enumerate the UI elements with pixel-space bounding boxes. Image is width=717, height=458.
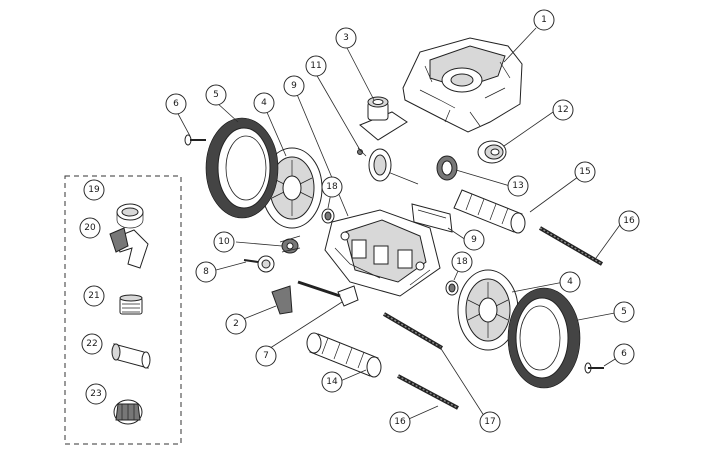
part-23-weight: [113, 399, 143, 425]
callout-17: 17: [479, 411, 501, 433]
callout-label: 11: [310, 61, 321, 71]
part-18-bushing-left: [321, 208, 335, 224]
callout-label: 18: [456, 257, 468, 267]
callout-label: 16: [394, 417, 406, 427]
callout-label: 6: [621, 349, 627, 359]
callout-label: 7: [263, 351, 269, 361]
callout-9-upper: 9: [283, 75, 305, 97]
part-19-ring: [116, 203, 144, 229]
part-13-gear: [436, 155, 458, 181]
part-17-spring-axle: [382, 312, 444, 350]
callout-label: 3: [343, 33, 349, 43]
part-12-seal: [477, 140, 507, 164]
callout-label: 20: [84, 223, 96, 233]
part-7-arm: [297, 280, 359, 307]
callout-label: 14: [326, 377, 338, 387]
part-16-axle-lower: [397, 374, 459, 410]
callout-15: 15: [574, 161, 596, 183]
main-body-housing: [324, 209, 441, 297]
callout-label: 13: [512, 181, 523, 191]
callout-22: 22: [81, 333, 103, 355]
part-5-tire-right: [507, 287, 581, 389]
callout-label: 4: [567, 277, 573, 287]
callout-label: 22: [86, 339, 97, 349]
callout-label: 5: [213, 90, 219, 100]
accessory-group-box: [64, 175, 182, 445]
part-6-screw-right: [584, 362, 604, 374]
callout-label: 15: [579, 167, 590, 177]
part-20-elbow: [109, 227, 149, 269]
callout-label: 9: [471, 235, 477, 245]
callout-4-right: 4: [559, 271, 581, 293]
callout-19: 19: [83, 179, 105, 201]
callout-label: 4: [261, 98, 267, 108]
callout-18-right: 18: [451, 251, 473, 273]
part-6-screw-left: [184, 134, 206, 146]
part-10-pivot: [279, 235, 301, 254]
part-14-roller: [306, 332, 382, 378]
callout-label: 5: [621, 307, 627, 317]
callout-label: 10: [218, 237, 230, 247]
callout-13: 13: [507, 175, 529, 197]
callout-5-right: 5: [613, 301, 635, 323]
callout-20: 20: [79, 217, 101, 239]
callout-label: 1: [541, 15, 547, 25]
callout-3: 3: [335, 27, 357, 49]
callout-12: 12: [552, 99, 574, 121]
callout-9-lower: 9: [463, 229, 485, 251]
part-3-swivel-connector: [359, 96, 408, 141]
callout-2: 2: [225, 313, 247, 335]
callout-label: 18: [326, 182, 338, 192]
part-15-roller: [453, 189, 526, 234]
callout-23: 23: [85, 383, 107, 405]
callout-6-right: 6: [613, 343, 635, 365]
callout-6-left: 6: [165, 93, 187, 115]
part-11-turbine-shaft: [357, 147, 419, 185]
callout-label: 12: [557, 105, 568, 115]
callout-5-left: 5: [205, 84, 227, 106]
part-4-wheel-right: [457, 269, 519, 351]
callout-8: 8: [195, 261, 217, 283]
callout-label: 16: [623, 216, 635, 226]
leader-lines: [175, 27, 623, 423]
callout-16-upper: 16: [618, 210, 640, 232]
part-1-top-cover: [402, 37, 523, 133]
part-22-hose-cuff: [111, 343, 151, 369]
callout-7: 7: [255, 345, 277, 367]
callout-label: 2: [233, 319, 239, 329]
callout-label: 19: [88, 185, 100, 195]
callout-label: 21: [88, 291, 99, 301]
callout-label: 6: [173, 99, 179, 109]
callout-label: 23: [90, 389, 101, 399]
callout-10: 10: [213, 231, 235, 253]
callout-11: 11: [305, 55, 327, 77]
callout-21: 21: [83, 285, 105, 307]
part-5-tire-left: [205, 117, 279, 219]
part-8-connector: [243, 255, 275, 273]
callout-label: 9: [291, 81, 297, 91]
part-2-bracket: [271, 285, 293, 315]
callout-1: 1: [533, 9, 555, 31]
callout-18-left: 18: [321, 176, 343, 198]
part-18-bushing-right: [445, 280, 459, 296]
callout-14: 14: [321, 371, 343, 393]
callout-label: 8: [203, 267, 209, 277]
part-21-adapter: [119, 294, 143, 315]
part-9-flap: [411, 203, 453, 233]
callout-16-lower: 16: [389, 411, 411, 433]
callout-label: 17: [484, 417, 495, 427]
part-16-axle-upper: [538, 226, 604, 266]
callout-4-left: 4: [253, 92, 275, 114]
